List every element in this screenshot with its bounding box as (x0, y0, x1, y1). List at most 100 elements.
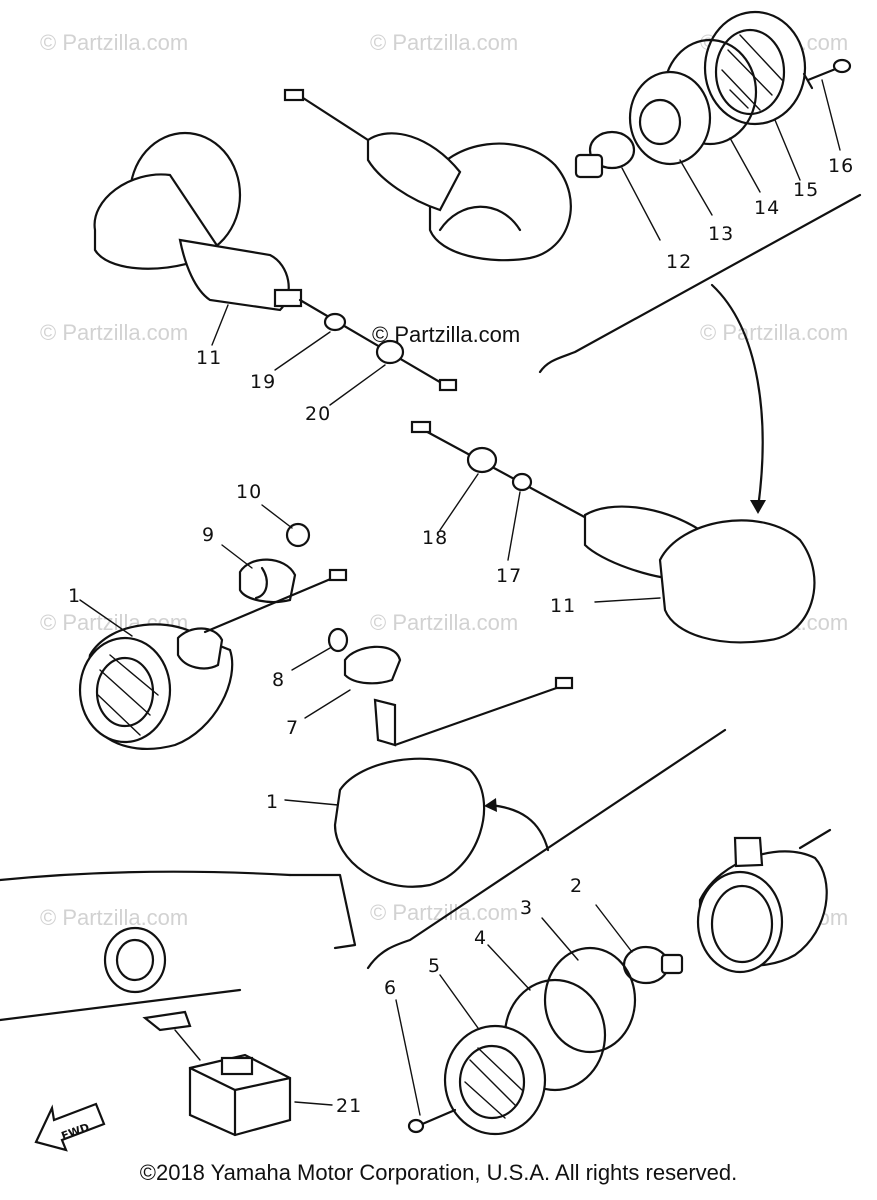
signal-stem (176, 627, 224, 670)
leader-line (507, 491, 521, 561)
lens-pattern (97, 654, 159, 736)
fwd-arrow-icon (34, 1102, 106, 1152)
leader-line (594, 597, 661, 603)
callout-number: 8 (272, 669, 285, 691)
screw-head (832, 58, 852, 74)
signal-housing (428, 142, 572, 262)
callout-number: 11 (196, 347, 222, 369)
callout-number: 1 (266, 791, 279, 813)
wire-connector (554, 676, 574, 690)
lens-inner (458, 1044, 526, 1120)
signal-stem (366, 132, 462, 212)
callout-number: 21 (336, 1095, 362, 1117)
assembly-arrow (710, 283, 764, 510)
callout-number: 6 (384, 977, 397, 999)
frame-tube (0, 870, 292, 882)
leader-line (284, 799, 339, 806)
callout-number: 4 (474, 927, 487, 949)
frame-bracket (288, 873, 357, 950)
relay-edges (188, 1066, 292, 1137)
copyright-notice: ©2018 Yamaha Motor Corporation, U.S.A. A… (139, 1160, 738, 1185)
signal-wire (203, 573, 342, 634)
watermark-text: © Partzilla.com (700, 320, 848, 345)
frame-and-flasher (0, 870, 357, 1137)
watermark-text: © Partzilla.com (370, 30, 518, 55)
leader-line (487, 944, 531, 991)
wire-connector (438, 378, 458, 392)
screw-part-6 (418, 1108, 457, 1127)
signal-stem (178, 238, 290, 312)
signal-wire (298, 298, 452, 390)
watermark-text: © Partzilla.com (370, 610, 518, 635)
left-front-signal (78, 504, 348, 750)
wire-connector (328, 568, 348, 582)
signal-housing-part-1 (333, 757, 486, 888)
leader-line (439, 974, 479, 1029)
washer-part-17 (511, 472, 533, 492)
wire-connector (410, 420, 432, 434)
callout-number: 12 (666, 251, 692, 273)
callout-number: 5 (428, 955, 441, 977)
leader-line (291, 647, 331, 671)
watermark-text: © Partzilla.com (40, 30, 188, 55)
stem-thread (273, 288, 303, 308)
lens-inner (95, 656, 155, 728)
frame-tube (0, 988, 242, 1022)
nut-part-8 (327, 627, 349, 653)
watermark-text: © Partzilla.com (370, 900, 518, 925)
housing-hole (638, 98, 682, 146)
leader-line (211, 304, 229, 346)
callout-number: 18 (422, 527, 448, 549)
callout-number: 13 (708, 223, 734, 245)
leader-line (621, 167, 661, 241)
leader-line (294, 1101, 333, 1106)
callout-number: 7 (286, 717, 299, 739)
reflector-part-3 (543, 946, 637, 1054)
leader-line (821, 79, 841, 151)
lens-pattern (721, 34, 783, 111)
callout-number: 17 (496, 565, 522, 587)
screw-part-16 (802, 66, 840, 90)
relay-terminal (220, 1056, 254, 1076)
signal-wire (393, 683, 567, 747)
signal-shading (438, 205, 522, 232)
lens-inner-ring (714, 28, 786, 116)
signal-wire (418, 426, 592, 522)
callout-number: 1 (68, 585, 81, 607)
top-center-signal (283, 88, 572, 262)
cover-shading (254, 566, 268, 600)
group-bracket (538, 193, 862, 374)
callout-number: 16 (828, 155, 854, 177)
mounting-tab (142, 1010, 192, 1032)
callout-number: 14 (754, 197, 780, 219)
grommet-part-18 (466, 446, 498, 474)
watermark-text: © Partzilla.com (40, 320, 188, 345)
arrow-head (750, 500, 766, 514)
callout-labels: 12 13 14 15 16 11 19 20 10 9 18 17 11 1 … (68, 155, 854, 1117)
group-bracket (366, 728, 727, 970)
leader-line (541, 917, 579, 961)
wire-connector (283, 88, 305, 102)
leader-line (439, 473, 479, 531)
bulb-base (574, 153, 604, 179)
frame-hole (103, 926, 167, 994)
bulb-base (660, 953, 684, 975)
frame-hole-inner (115, 938, 155, 982)
leader-line (174, 1029, 201, 1061)
rear-lens-assembly (538, 10, 862, 514)
callout-number: 3 (520, 897, 533, 919)
upper-left-signal (93, 131, 458, 406)
housing-stem (733, 836, 764, 868)
leader-line (679, 159, 713, 216)
middle-right-signal (410, 420, 816, 644)
callout-number: 15 (793, 179, 819, 201)
callout-number: 11 (550, 595, 576, 617)
signal-wire (298, 94, 370, 142)
center-front-signal (284, 627, 574, 888)
callout-number: 9 (202, 524, 215, 546)
housing-part-13 (628, 70, 712, 166)
screw-head (407, 1118, 425, 1134)
leader-line (595, 904, 633, 953)
washer-part-19 (323, 312, 347, 332)
